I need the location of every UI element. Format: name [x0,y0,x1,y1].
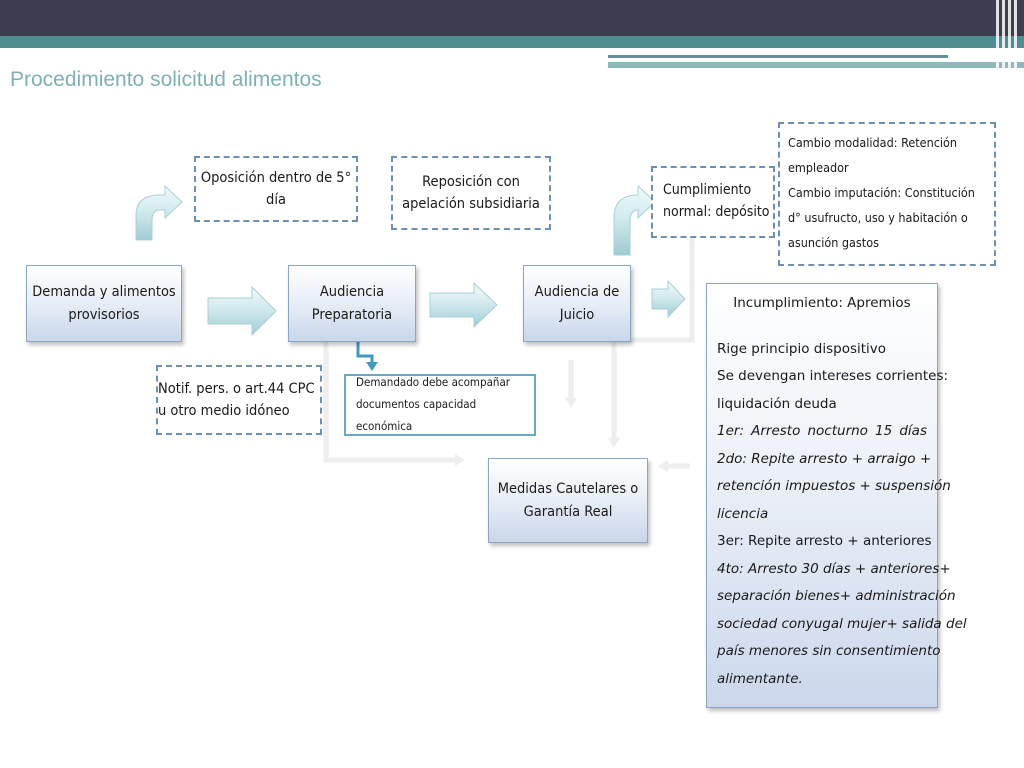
box-medidas-cautelares: Medidas Cautelares o Garantía Real [488,458,648,543]
box-notificacion-label: Notif. pers. o art.44 CPC u otro medio i… [158,380,315,419]
box-notificacion: Notif. pers. o art.44 CPC u otro medio i… [156,365,322,435]
incumplimiento-line: Se devengan intereses corrientes: [717,368,949,384]
arrow-demanda-to-preparatoria [207,285,277,337]
box-audiencia-preparatoria-label: Audiencia Preparatoria [311,284,393,323]
incumplimiento-line: liquidación deuda [717,395,837,412]
header-thin-line [608,55,948,58]
incumplimiento-line: 3er: Repite arresto + anteriores [717,533,932,549]
box-cambio-modalidad-text: Cambio modalidad: Retención empleador [788,135,958,175]
incumplimiento-line: 2do: Repite arresto + arraigo + [717,450,932,467]
incumplimiento-line: 4to: Arresto 30 días + anteriores+ [717,560,951,577]
box-reposicion-label: Reposición con apelación subsidiaria [402,173,540,212]
header-bar [0,0,1024,36]
box-cumplimiento-label: Cumplimiento normal: depósito [663,182,770,220]
box-oposicion-label: Oposición dentro de 5° día [200,169,352,208]
page-title: Procedimiento solicitud alimentos [10,68,322,91]
incumplimiento-line: separación bienes+ administración [717,588,956,604]
incumplimiento-line: sociedad conyugal mujer+ salida del [717,615,967,632]
incumplimiento-line: alimentante. [717,670,803,687]
box-audiencia-preparatoria: Audiencia Preparatoria [288,265,416,342]
curved-arrow-oposicion [135,184,183,241]
header-vertical-stripes [994,0,1018,70]
incumplimiento-line: 1er: Arresto nocturno 15 días [717,423,927,439]
guide-lines [323,238,695,469]
box-cambio-imputacion-text: Cambio imputación: Constitución d° usufr… [788,185,975,250]
header-light-band [608,62,1024,68]
box-demandado: Demandado debe acompañar documentos capa… [344,374,536,436]
curved-arrow-cumplimiento [613,184,656,256]
arrow-preparatoria-to-juicio [429,281,498,329]
box-cumplimiento: Cumplimiento normal: depósito [651,166,775,238]
box-oposicion: Oposición dentro de 5° día [194,156,358,222]
box-medidas-cautelares-label: Medidas Cautelares o Garantía Real [497,481,639,520]
incumplimiento-line: Rige principio dispositivo [717,340,887,357]
incumplimiento-line: licencia [717,505,769,522]
incumplimiento-line: retención impuestos + suspensión [717,478,951,494]
incumplimiento-title: Incumplimiento: Apremios [733,295,911,311]
box-audiencia-juicio-label: Audiencia de Juicio [534,284,620,323]
header-gap [0,48,606,54]
box-audiencia-juicio: Audiencia de Juicio [523,265,631,342]
incumplimiento-line: país menores sin consentimiento [717,643,941,659]
box-incumplimiento: Incumplimiento: Apremios Rige principio … [706,283,967,708]
header-accent-band [0,36,1024,48]
elbow-arrow-demandado [356,332,374,364]
arrow-juicio-to-incumplimiento [651,279,686,319]
box-cambios: Cambio modalidad: Retención empleador Ca… [778,122,996,266]
box-demandado-label: Demandado debe acompañar documentos capa… [356,375,511,433]
box-demanda: Demanda y alimentos provisorios [26,265,182,342]
guide-arrowheads [455,398,668,472]
box-reposicion: Reposición con apelación subsidiaria [391,156,551,230]
box-demanda-label: Demanda y alimentos provisorios [32,284,176,323]
